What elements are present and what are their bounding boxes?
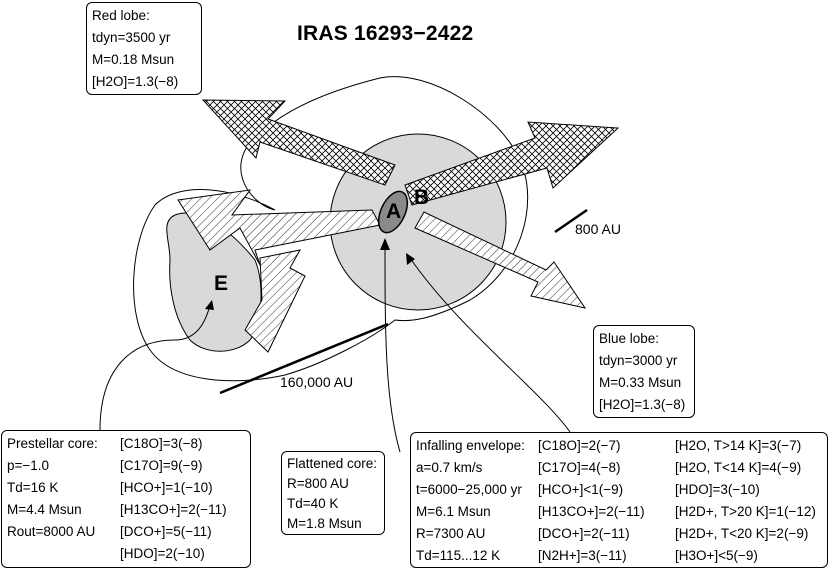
- infalling-envelope-property: t=6000−25,000 yr: [416, 482, 522, 497]
- source-e-label: E: [214, 272, 229, 295]
- prestellar-core-property: Rout=8000 AU: [7, 524, 96, 539]
- connector-arrowhead-envelope: [406, 253, 415, 265]
- connector-arrowhead-e: [205, 300, 214, 310]
- flattened-core-line: M=1.8 Msun: [287, 516, 362, 531]
- red-lobe-box: Red lobe: tdyn=3500 yr M=0.18 Msun [H2O]…: [86, 2, 202, 95]
- infalling-envelope-abundance: [H2D+, T>20 K]=1(−12): [675, 504, 816, 519]
- infalling-envelope-abundance: [C18O]=2(−7): [538, 438, 621, 453]
- red-lobe-line: Red lobe:: [92, 8, 150, 23]
- connector-prestellar-core: [99, 304, 211, 431]
- infalling-envelope-abundance: [DCO+]=2(−11): [538, 526, 630, 541]
- flattened-core-line: Td=40 K: [287, 496, 339, 511]
- infalling-envelope-property: a=0.7 km/s: [416, 460, 483, 475]
- prestellar-core-abundance: [HCO+]=1(−10): [120, 480, 213, 495]
- red-lobe-line: M=0.18 Msun: [92, 52, 175, 67]
- blue-lobe-outflow-arrow-upper: [404, 121, 620, 206]
- prestellar-core-abundance: [C17O]=9(−9): [120, 458, 203, 473]
- flattened-core-line: Flattened core:: [287, 456, 378, 471]
- infalling-envelope-abundance: [HCO+]<1(−9): [538, 482, 624, 497]
- infalling-envelope-abundance: [H2O, T>14 K]=3(−7): [675, 438, 802, 453]
- blue-lobe-line: tdyn=3000 yr: [599, 353, 678, 368]
- infalling-envelope-abundance: [H3O+]<5(−9): [675, 548, 758, 563]
- prestellar-core-abundance: [DCO+]=5(−11): [120, 524, 212, 539]
- infalling-envelope-property: M=6.1 Msun: [416, 504, 491, 519]
- connector-flattened-core: [384, 244, 401, 453]
- scale-bar-small: [554, 208, 588, 234]
- infalling-envelope-abundance: [N2H+]=3(−11): [538, 548, 627, 563]
- prestellar-core-blob: [166, 212, 262, 352]
- scale-label-large: 160,000 AU: [280, 374, 354, 390]
- prestellar-core-property: Td=16 K: [7, 480, 59, 495]
- prestellar-core-box: Prestellar core: p=−1.0 Td=16 K M=4.4 Ms…: [1, 430, 251, 568]
- prestellar-core-property: p=−1.0: [7, 458, 50, 473]
- outflow-arrow-toward-e: [177, 189, 381, 266]
- outflow-arrow-lower-left: [244, 249, 306, 353]
- infalling-envelope-box: Infalling envelope: a=0.7 km/s t=6000−25…: [410, 432, 828, 568]
- infalling-envelope-abundance: [H13CO+]=2(−11): [538, 504, 645, 519]
- infalling-envelope-abundance: [C17O]=4(−8): [538, 460, 621, 475]
- flattened-core-line: R=800 AU: [287, 476, 349, 491]
- flattened-core-box: Flattened core: R=800 AU Td=40 K M=1.8 M…: [281, 451, 385, 535]
- connector-arrowhead-a: [380, 238, 390, 250]
- red-lobe-line: tdyn=3500 yr: [92, 30, 171, 45]
- prestellar-core-property: M=4.4 Msun: [7, 502, 82, 517]
- blue-lobe-box: Blue lobe: tdyn=3000 yr M=0.33 Msun [H2O…: [593, 325, 695, 418]
- scale-label-small: 800 AU: [575, 221, 621, 237]
- blue-lobe-line: M=0.33 Msun: [599, 375, 682, 390]
- infalling-envelope-abundance: [H2O, T<14 K]=4(−9): [675, 460, 802, 475]
- infalling-envelope-abundance: [H2D+, T<20 K]=2(−9): [675, 526, 809, 541]
- infalling-envelope-property: Td=115...12 K: [416, 548, 501, 563]
- diagram-title: IRAS 16293−2422: [297, 22, 474, 45]
- source-a-label: A: [386, 200, 402, 223]
- blue-lobe-line: [H2O]=1.3(−8): [599, 397, 686, 412]
- prestellar-core-abundance: [C18O]=3(−8): [120, 436, 203, 451]
- connector-infalling-envelope: [409, 257, 571, 433]
- prestellar-core-property: Prestellar core:: [7, 436, 98, 451]
- scale-bar-large: [219, 322, 389, 395]
- red-lobe-outflow-arrow: [201, 99, 396, 186]
- infalling-envelope-abundance: [HDO]=3(−10): [675, 482, 760, 497]
- prestellar-core-abundance: [HDO]=2(−10): [120, 546, 205, 561]
- outflow-arrow-lower-right: [414, 211, 587, 309]
- source-a-ellipse: [377, 190, 409, 234]
- source-b-label: B: [414, 186, 430, 209]
- red-lobe-line: [H2O]=1.3(−8): [92, 74, 179, 89]
- prestellar-core-abundance: [H13CO+]=2(−11): [120, 502, 227, 517]
- infalling-envelope-property: Infalling envelope:: [416, 438, 525, 453]
- blue-lobe-line: Blue lobe:: [599, 331, 660, 346]
- infalling-envelope-property: R=7300 AU: [416, 526, 486, 541]
